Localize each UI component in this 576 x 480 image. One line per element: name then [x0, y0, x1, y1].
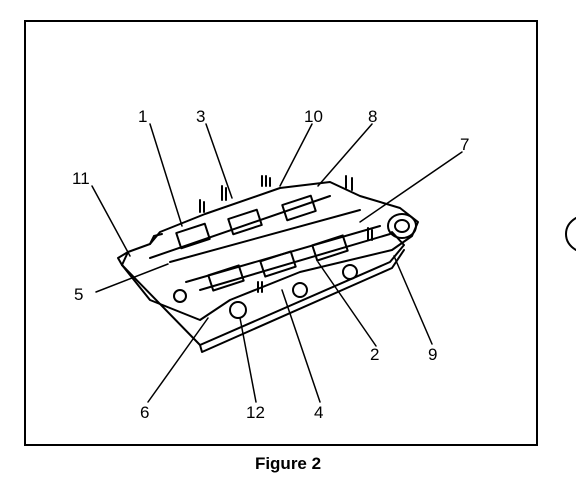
leader-5	[95, 263, 169, 293]
leader-4	[281, 289, 321, 403]
callout-2: 2	[370, 345, 380, 364]
leader-8	[317, 123, 373, 187]
leader-11	[91, 185, 131, 257]
manifold-body	[121, 181, 419, 321]
leader-2	[317, 261, 377, 347]
callout-9: 9	[428, 345, 438, 364]
leader-6	[147, 317, 209, 403]
leader-1	[149, 123, 183, 227]
callout-3: 3	[196, 107, 206, 126]
leader-3	[205, 123, 233, 199]
callout-12: 12	[246, 403, 265, 422]
figure-frame	[24, 20, 538, 446]
callout-6: 6	[140, 403, 150, 422]
leader-12	[239, 317, 257, 403]
figure-caption: Figure 2	[254, 454, 322, 473]
leader-9	[393, 255, 433, 345]
callout-8: 8	[368, 107, 378, 126]
callout-5: 5	[74, 285, 84, 304]
callout-4: 4	[314, 403, 324, 422]
leader-10	[279, 123, 313, 187]
callout-11: 11	[72, 169, 90, 188]
callout-7: 7	[460, 135, 470, 154]
callout-10: 10	[304, 107, 323, 126]
leader-7	[359, 151, 463, 223]
manifold-base	[121, 231, 405, 346]
callout-1: 1	[138, 107, 148, 126]
